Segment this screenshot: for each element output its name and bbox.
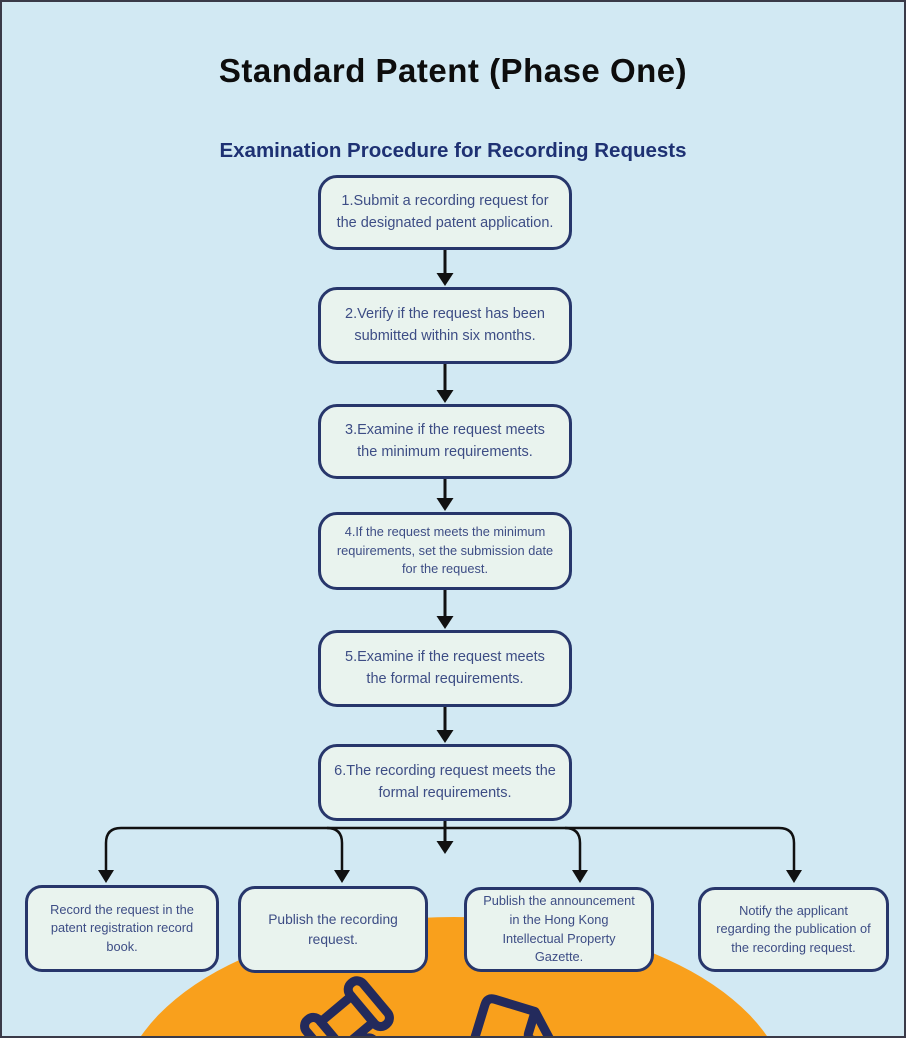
page-subtitle: Examination Procedure for Recording Requ… bbox=[219, 139, 687, 162]
flow-step-1-label: 1.Submit a recording request for the des… bbox=[336, 193, 554, 231]
outcome-record-request-label: Record the request in the patent registr… bbox=[50, 901, 194, 954]
flow-step-2: 2.Verify if the request has been submitt… bbox=[318, 287, 572, 364]
flow-step-3-label: 3.Examine if the request meets the minim… bbox=[345, 422, 545, 460]
flow-step-4: 4.If the request meets the minimum requi… bbox=[318, 512, 572, 590]
flow-step-3: 3.Examine if the request meets the minim… bbox=[318, 404, 572, 479]
document-icon bbox=[447, 994, 560, 1036]
orange-circle bbox=[141, 917, 767, 1036]
flow-step-5-label: 5.Examine if the request meets the forma… bbox=[345, 649, 545, 687]
flow-step-2-label: 2.Verify if the request has been submitt… bbox=[345, 306, 545, 344]
outcome-publish-request-label: Publish the recording request. bbox=[268, 911, 398, 947]
outcome-publish-announcement-label: Publish the announcement in the Hong Kon… bbox=[483, 893, 635, 965]
flow-step-6-label: 6.The recording request meets the formal… bbox=[334, 763, 556, 801]
gavel-icon bbox=[300, 976, 422, 1036]
flow-step-4-label: 4.If the request meets the minimum requi… bbox=[336, 524, 554, 577]
outcome-publish-request: Publish the recording request. bbox=[238, 886, 428, 973]
page-title: Standard Patent (Phase One) bbox=[218, 52, 688, 89]
flow-step-6: 6.The recording request meets the formal… bbox=[318, 744, 572, 821]
outcome-publish-announcement: Publish the announcement in the Hong Kon… bbox=[464, 887, 654, 972]
outcome-record-request: Record the request in the patent registr… bbox=[25, 885, 219, 972]
flow-step-1: 1.Submit a recording request for the des… bbox=[318, 175, 572, 250]
outcome-notify-applicant: Notify the applicant regarding the publi… bbox=[698, 887, 889, 972]
outcome-notify-applicant-label: Notify the applicant regarding the publi… bbox=[716, 902, 871, 955]
flow-step-5: 5.Examine if the request meets the forma… bbox=[318, 630, 572, 707]
